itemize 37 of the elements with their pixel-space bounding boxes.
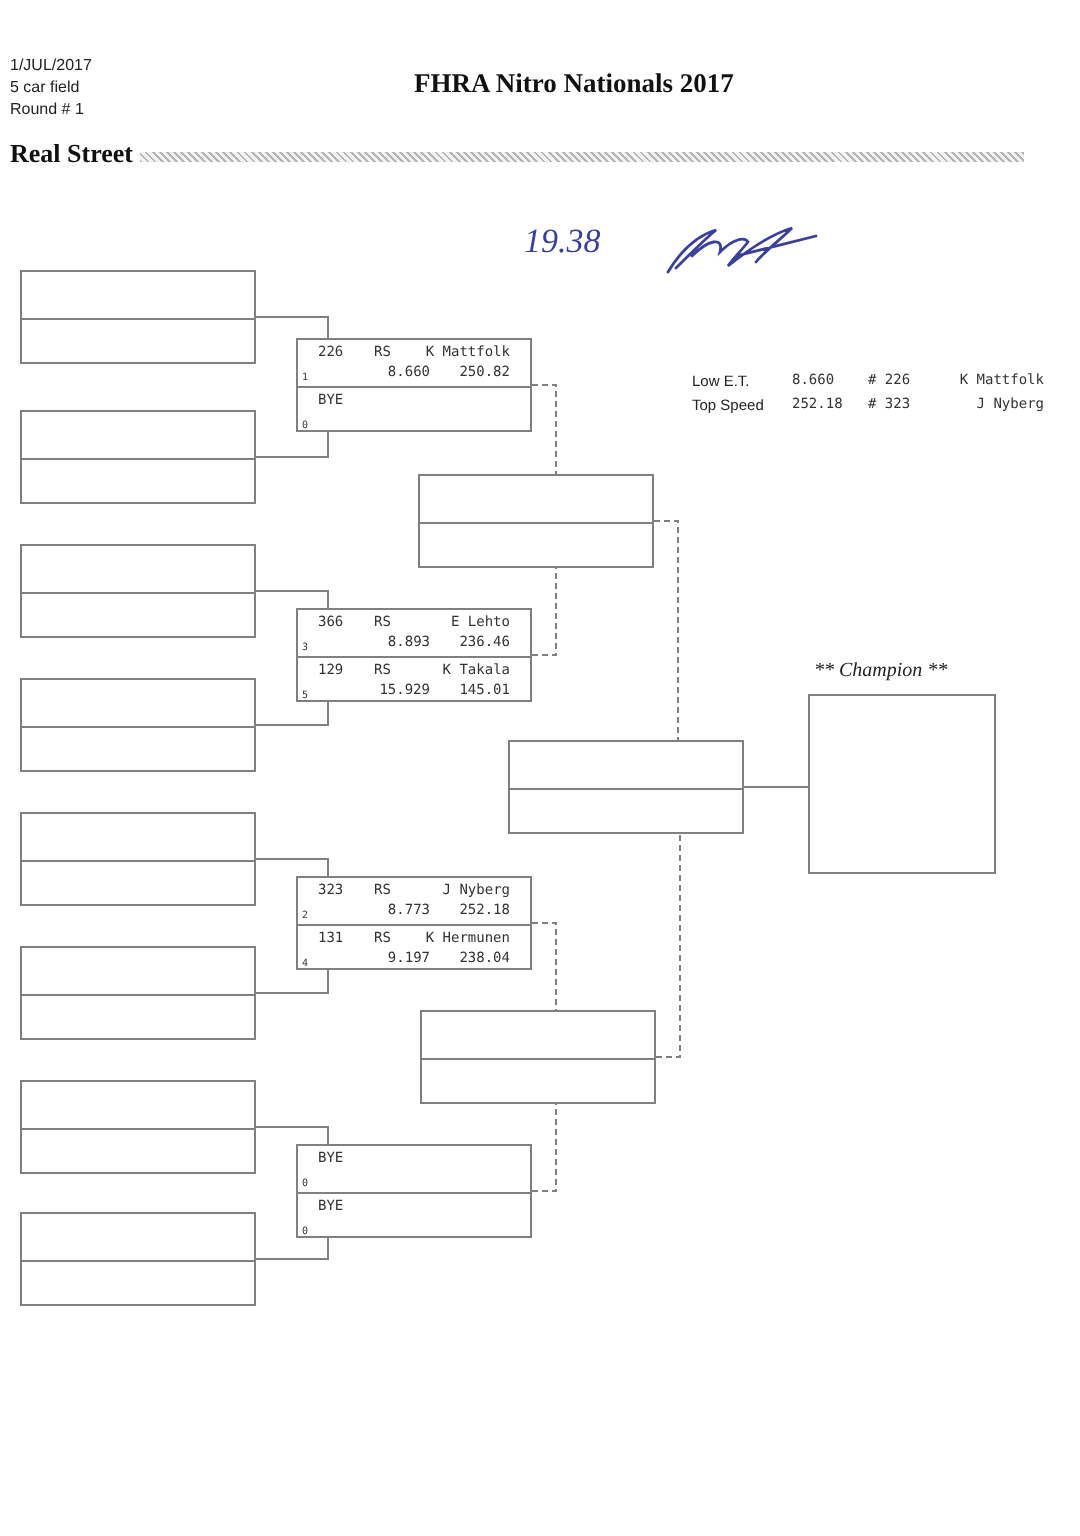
bracket-line [255, 858, 329, 877]
bracket-line [655, 833, 681, 1058]
bracket-line [255, 969, 329, 994]
field-size-text: 5 car field [10, 78, 80, 98]
bracket-line [255, 701, 329, 726]
bracket-line [255, 316, 329, 339]
bracket-line [531, 922, 557, 1011]
bracket-box [20, 1080, 256, 1174]
bracket-box [20, 678, 256, 772]
bracket-box [418, 474, 654, 568]
bracket-line [255, 590, 329, 609]
bracket-line [255, 431, 329, 458]
bracket-box [296, 876, 532, 970]
bracket-box [20, 812, 256, 906]
bracket-box [508, 740, 744, 834]
champion-heading: ** Champion ** [814, 660, 948, 684]
page-title: FHRA Nitro Nationals 2017 [414, 68, 734, 100]
bracket-line [255, 1126, 329, 1145]
bracket-box [296, 608, 532, 702]
bracket-box [20, 410, 256, 504]
bracket-line [531, 567, 557, 656]
bracket-box [420, 1010, 656, 1104]
bracket-box [20, 270, 256, 364]
bracket-box [20, 1212, 256, 1306]
bracket-line [531, 1103, 557, 1192]
class-heading: Real Street [10, 140, 133, 168]
bracket-box [296, 338, 532, 432]
bracket-line [255, 1237, 329, 1260]
bracket-box [20, 946, 256, 1040]
bracket-box [296, 1144, 532, 1238]
bracket-line [743, 786, 809, 788]
date-text: 1/JUL/2017 [10, 56, 92, 76]
bracket-line [531, 384, 557, 475]
handwritten-note: 19.38 [524, 224, 601, 260]
bracket-box [20, 544, 256, 638]
round-text: Round # 1 [10, 100, 84, 120]
bracket-line [653, 520, 679, 741]
